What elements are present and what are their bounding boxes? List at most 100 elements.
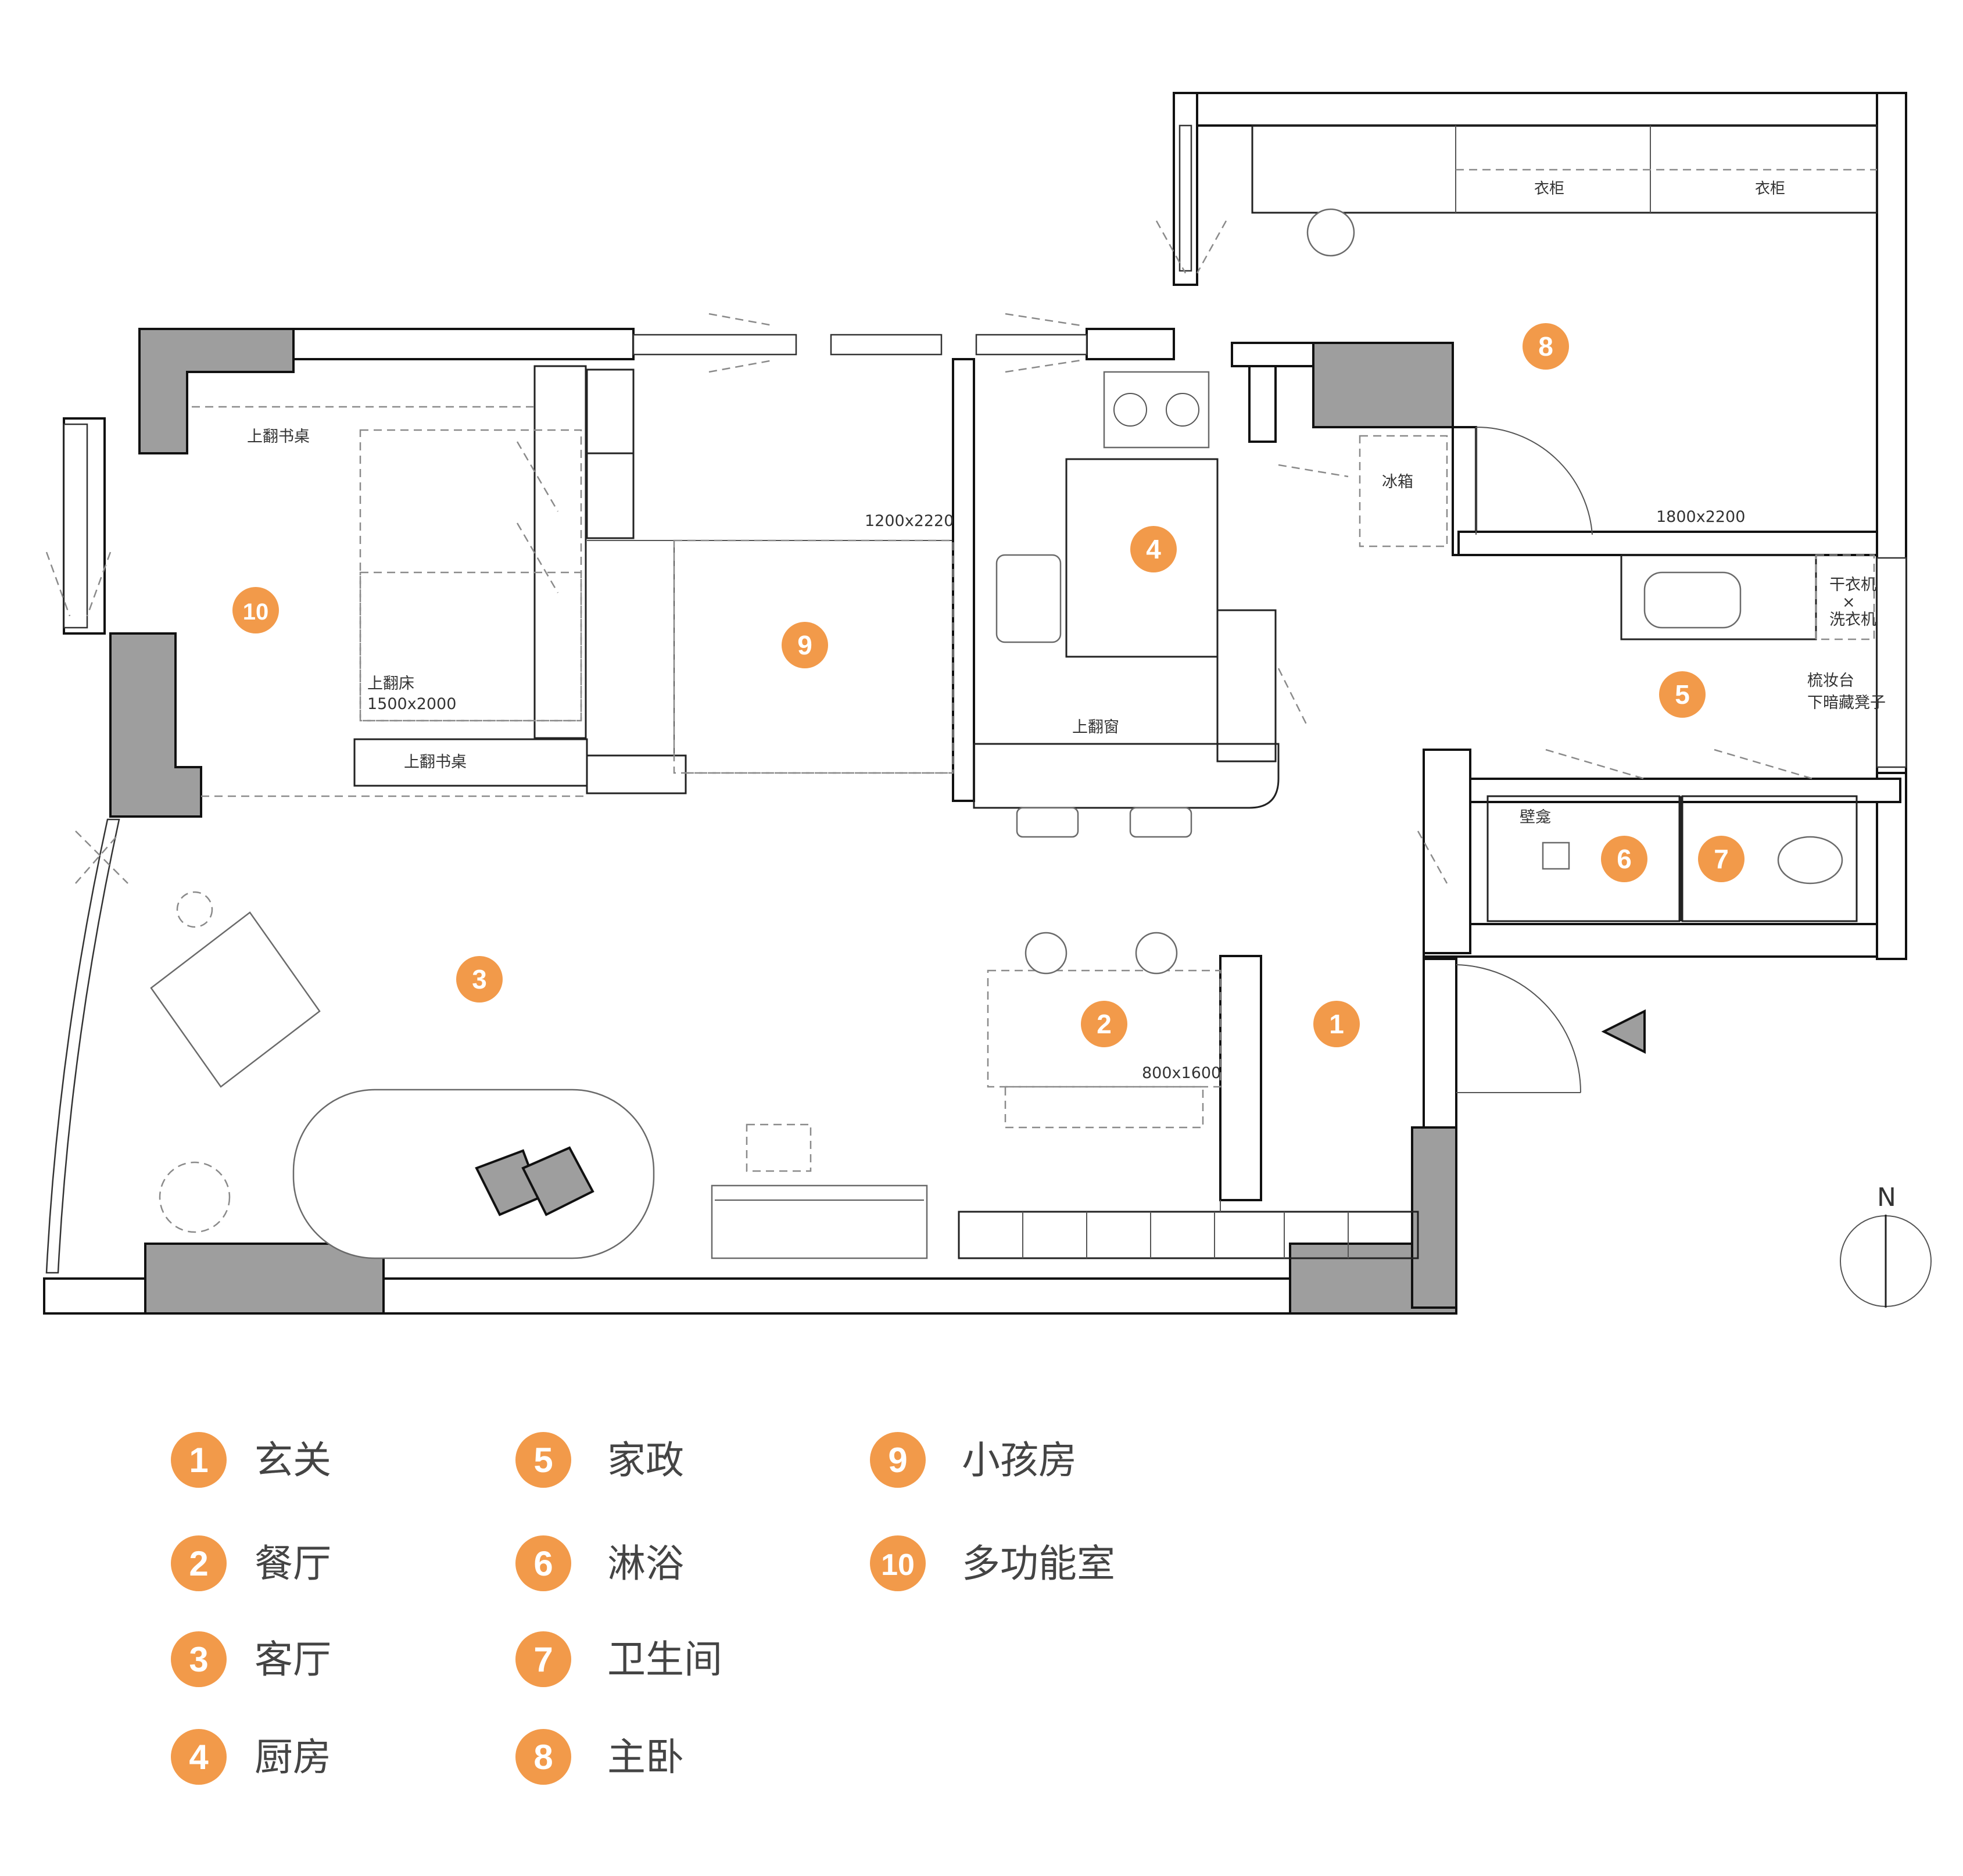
fold-bed-outline <box>359 429 582 722</box>
south-cabinet <box>958 1211 1419 1259</box>
badge-room-1: 1 <box>1313 1001 1360 1047</box>
bath-east-wall <box>1876 772 1907 960</box>
svg-text:7: 7 <box>1714 844 1729 874</box>
stool-2 <box>1129 807 1192 838</box>
window-north-3 <box>975 334 1088 356</box>
fridge-label: 冰箱 <box>1382 473 1413 491</box>
window-swing-5 <box>75 830 128 884</box>
svg-text:9: 9 <box>797 630 812 660</box>
window-north-1 <box>632 334 797 356</box>
svg-text:4: 4 <box>1146 534 1161 564</box>
wardrobe-label-1: 衣柜 <box>1534 180 1564 198</box>
table-size-label: 800x1600 <box>1142 1064 1221 1082</box>
sofa-cushion-2 <box>521 1146 594 1216</box>
shower-room <box>1486 795 1681 922</box>
svg-text:3: 3 <box>189 1640 208 1679</box>
svg-text:卫生间: 卫生间 <box>607 1637 722 1682</box>
bath-south-wall <box>1423 923 1907 958</box>
legend-item-2: 2 餐厅 <box>171 1535 331 1591</box>
plan-labels: 衣柜 衣柜 上翻书桌 上翻书桌 上翻床 1500x2000 1200x2220 … <box>247 180 1896 1212</box>
doors <box>516 426 1814 1093</box>
washer-label: 洗衣机 <box>1829 611 1876 629</box>
svg-text:餐厅: 餐厅 <box>255 1541 331 1586</box>
door-study <box>516 441 559 593</box>
badge-room-2: 2 <box>1081 1001 1127 1047</box>
column-sw <box>144 1243 385 1315</box>
fold-window-label: 上翻窗 <box>1072 718 1119 736</box>
hall-partition <box>1248 365 1277 443</box>
window-swing-3 <box>1155 220 1227 274</box>
window-east <box>1876 557 1907 768</box>
column-w <box>109 632 202 818</box>
washer-dryer <box>1815 554 1875 640</box>
badge-room-3: 3 <box>456 956 503 1003</box>
kitchen-north-wall <box>1086 328 1175 360</box>
svg-text:7: 7 <box>533 1640 553 1679</box>
washbasin <box>1643 571 1742 629</box>
door-laundry <box>1417 830 1448 884</box>
hall-north-wall <box>1231 342 1314 367</box>
kitchen-west-wall <box>952 358 975 802</box>
svg-text:2: 2 <box>189 1544 208 1583</box>
kitchen-counter <box>973 743 1280 809</box>
fold-bed-inner <box>359 571 582 722</box>
window-swing-1 <box>708 313 773 373</box>
columns <box>109 328 1457 1315</box>
piano <box>711 1184 928 1259</box>
svg-text:厨房: 厨房 <box>255 1735 331 1780</box>
kid-size-label: 1200x2220 <box>865 512 954 530</box>
column-nw <box>138 328 295 454</box>
legend-item-7: 7 卫生间 <box>515 1631 722 1687</box>
piano-bench <box>746 1123 812 1172</box>
kid-bed <box>673 539 954 774</box>
vanity-label-2: 下暗藏凳子 <box>1807 694 1886 712</box>
badge-room-9: 9 <box>782 622 828 668</box>
fold-bed-size: 1500x2000 <box>367 695 456 713</box>
svg-text:10: 10 <box>881 1548 915 1582</box>
windows <box>45 124 1907 1274</box>
toilet <box>1777 836 1843 885</box>
side-table <box>159 1161 231 1233</box>
dryer-cross: × <box>1842 593 1855 611</box>
dining-chair-2 <box>1135 932 1178 975</box>
svg-text:6: 6 <box>1617 844 1632 874</box>
badge-room-10: 10 <box>232 587 279 633</box>
window-west-curve <box>45 818 120 1274</box>
svg-text:主卧: 主卧 <box>607 1735 684 1780</box>
fridge-box <box>1359 435 1448 547</box>
stool-1 <box>1016 807 1079 838</box>
burner-1 <box>1113 393 1147 427</box>
bath-west-wall <box>1423 749 1471 954</box>
door-kitchen <box>1277 668 1309 727</box>
sofa <box>292 1089 655 1259</box>
toilet-room <box>1681 795 1858 922</box>
door-toilet <box>1714 749 1814 780</box>
fold-desk-label-1: 上翻书桌 <box>247 428 310 446</box>
shower-drain <box>1542 842 1570 870</box>
svg-text:1: 1 <box>1329 1009 1344 1039</box>
fold-desk-2 <box>353 738 588 787</box>
entry-arrow-icon <box>1601 1009 1646 1054</box>
svg-text:2: 2 <box>1097 1009 1112 1039</box>
svg-text:1: 1 <box>189 1441 208 1480</box>
dining-partition <box>1219 955 1262 1201</box>
dining-bench <box>1004 1086 1204 1129</box>
door-fridge <box>1278 464 1349 478</box>
kitchen-east-cab <box>1216 609 1277 762</box>
master-chair <box>1306 208 1355 257</box>
armchair <box>150 911 321 1088</box>
column-se <box>1411 1126 1457 1309</box>
interior-walls <box>533 124 1901 1259</box>
study-cabinet <box>533 365 587 739</box>
svg-text:3: 3 <box>472 964 487 994</box>
svg-text:9: 9 <box>888 1441 907 1480</box>
dryer-label: 干衣机 <box>1829 576 1876 594</box>
fold-desk-label-2: 上翻书桌 <box>404 753 467 771</box>
fold-bed-label: 上翻床 <box>367 675 414 693</box>
svg-text:玄关: 玄关 <box>255 1438 331 1483</box>
burner-2 <box>1166 393 1199 427</box>
